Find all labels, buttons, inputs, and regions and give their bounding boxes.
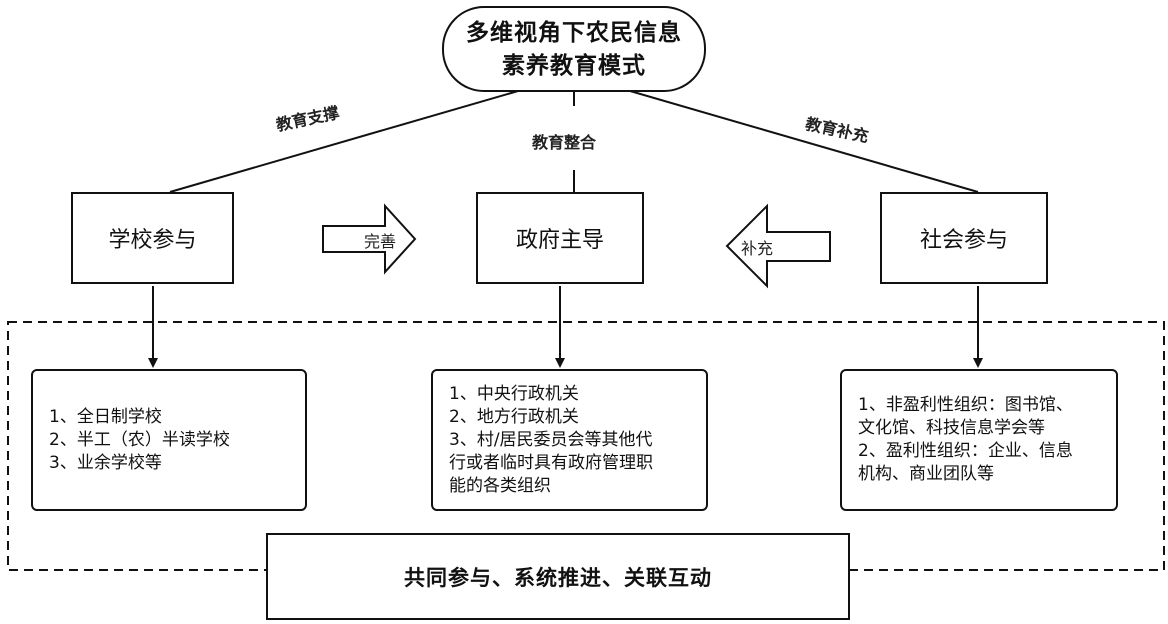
detail-school-line: 1、全日制学校: [49, 406, 162, 427]
detail-school-line: 3、业余学校等: [49, 452, 162, 473]
node-government-lead: 政府主导: [476, 192, 644, 284]
detail-government-line: 1、中央行政机关: [449, 383, 579, 404]
detail-society-line: 文化馆、科技信息学会等: [858, 418, 1045, 438]
connector-title-school: [169, 90, 519, 193]
block-arrow-label-complement: 补充: [741, 239, 774, 258]
diagram-title: 多维视角下农民信息 素养教育模式: [442, 6, 706, 92]
detail-government-line: 3、村/居民委员会等其他代: [449, 429, 653, 450]
title-line-1: 多维视角下农民信息: [466, 19, 682, 46]
detail-society-line: 2、盈利性组织：企业、信息: [858, 441, 1073, 461]
node-society-participation: 社会参与: [880, 192, 1048, 284]
block-arrow-complement: [725, 203, 831, 289]
connector-title-society: [629, 90, 979, 193]
detail-government-line: 能的各类组织: [449, 475, 551, 496]
title-line-2: 素养教育模式: [502, 52, 646, 79]
detail-government-line: 2、地方行政机关: [449, 406, 579, 427]
block-arrow-perfect: [322, 203, 417, 275]
detail-school-line: 2、半工（农）半读学校: [49, 429, 230, 450]
node-school-participation: 学校参与: [71, 192, 234, 284]
detail-government-line: 行或者临时具有政府管理职: [449, 452, 653, 473]
detail-society-line: 机构、商业团队等: [858, 464, 994, 484]
block-arrow-label-perfect: 完善: [364, 232, 397, 251]
detail-box-school: 1、全日制学校 2、半工（农）半读学校 3、业余学校等: [31, 369, 307, 511]
summary-box: 共同参与、系统推进、关联互动: [266, 533, 850, 620]
detail-society-line: 1、非盈利性组织：图书馆、: [858, 395, 1073, 415]
detail-box-government: 1、中央行政机关 2、地方行政机关 3、村/居民委员会等其他代 行或者临时具有政…: [431, 369, 708, 511]
edge-label-integrate: 教育整合: [532, 133, 597, 152]
detail-box-society: 1、非盈利性组织：图书馆、 文化馆、科技信息学会等 2、盈利性组织：企业、信息 …: [840, 369, 1118, 511]
